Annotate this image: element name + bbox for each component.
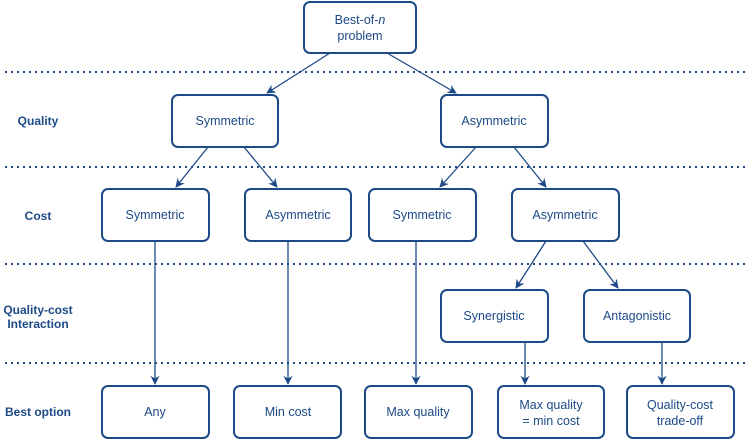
row-label-best-option: Best option <box>5 405 71 419</box>
node-best-max-quality: Max quality <box>364 385 473 439</box>
node-label: Symmetric <box>392 208 451 222</box>
node-best-tradeoff: Quality-cost trade-off <box>626 385 735 439</box>
edge-arrow <box>386 52 457 94</box>
edge-arrow <box>175 146 209 188</box>
edge-arrow <box>515 240 547 289</box>
edge-arrow <box>582 240 619 289</box>
node-label: Symmetric <box>125 208 184 222</box>
node-label: Asymmetric <box>265 208 330 222</box>
node-best-max-quality-min-cost: Max quality = min cost <box>497 385 605 439</box>
row-label-interaction: Quality-cost <box>3 303 72 317</box>
node-label: = min cost <box>522 414 580 428</box>
node-label: Min cost <box>265 405 312 419</box>
edge-arrow <box>513 146 547 188</box>
node-cost-symmetric-2: Symmetric <box>368 188 477 242</box>
node-label: Symmetric <box>195 114 254 128</box>
node-best-any: Any <box>101 385 210 439</box>
node-label: Synergistic <box>463 309 524 323</box>
node-best-min-cost: Min cost <box>233 385 342 439</box>
edges <box>150 52 667 385</box>
node-root-line1: Best-of-n <box>335 13 386 27</box>
node-label: Antagonistic <box>603 309 671 323</box>
edge-arrow <box>439 146 477 188</box>
node-label: trade-off <box>657 414 704 428</box>
edge-arrow <box>243 146 278 188</box>
node-label: Max quality <box>519 398 583 412</box>
row-label-cost: Cost <box>25 209 52 223</box>
edge-arrow <box>266 52 331 94</box>
node-label: Max quality <box>386 405 450 419</box>
node-quality-symmetric: Symmetric <box>171 94 279 148</box>
node-cost-asymmetric-1: Asymmetric <box>244 188 352 242</box>
node-label: Quality-cost <box>647 398 714 412</box>
row-label-quality: Quality <box>18 114 59 128</box>
node-label: Asymmetric <box>532 208 597 222</box>
row-label-interaction-2: Interaction <box>7 317 68 331</box>
node-cost-asymmetric-2: Asymmetric <box>511 188 620 242</box>
node-synergistic: Synergistic <box>440 289 549 343</box>
node-root-line2: problem <box>337 29 382 43</box>
node-antagonistic: Antagonistic <box>583 289 691 343</box>
node-root: Best-of-n problem <box>303 1 417 54</box>
node-quality-asymmetric: Asymmetric <box>440 94 549 148</box>
node-label: Asymmetric <box>461 114 526 128</box>
node-cost-symmetric-1: Symmetric <box>101 188 210 242</box>
node-label: Any <box>144 405 166 419</box>
